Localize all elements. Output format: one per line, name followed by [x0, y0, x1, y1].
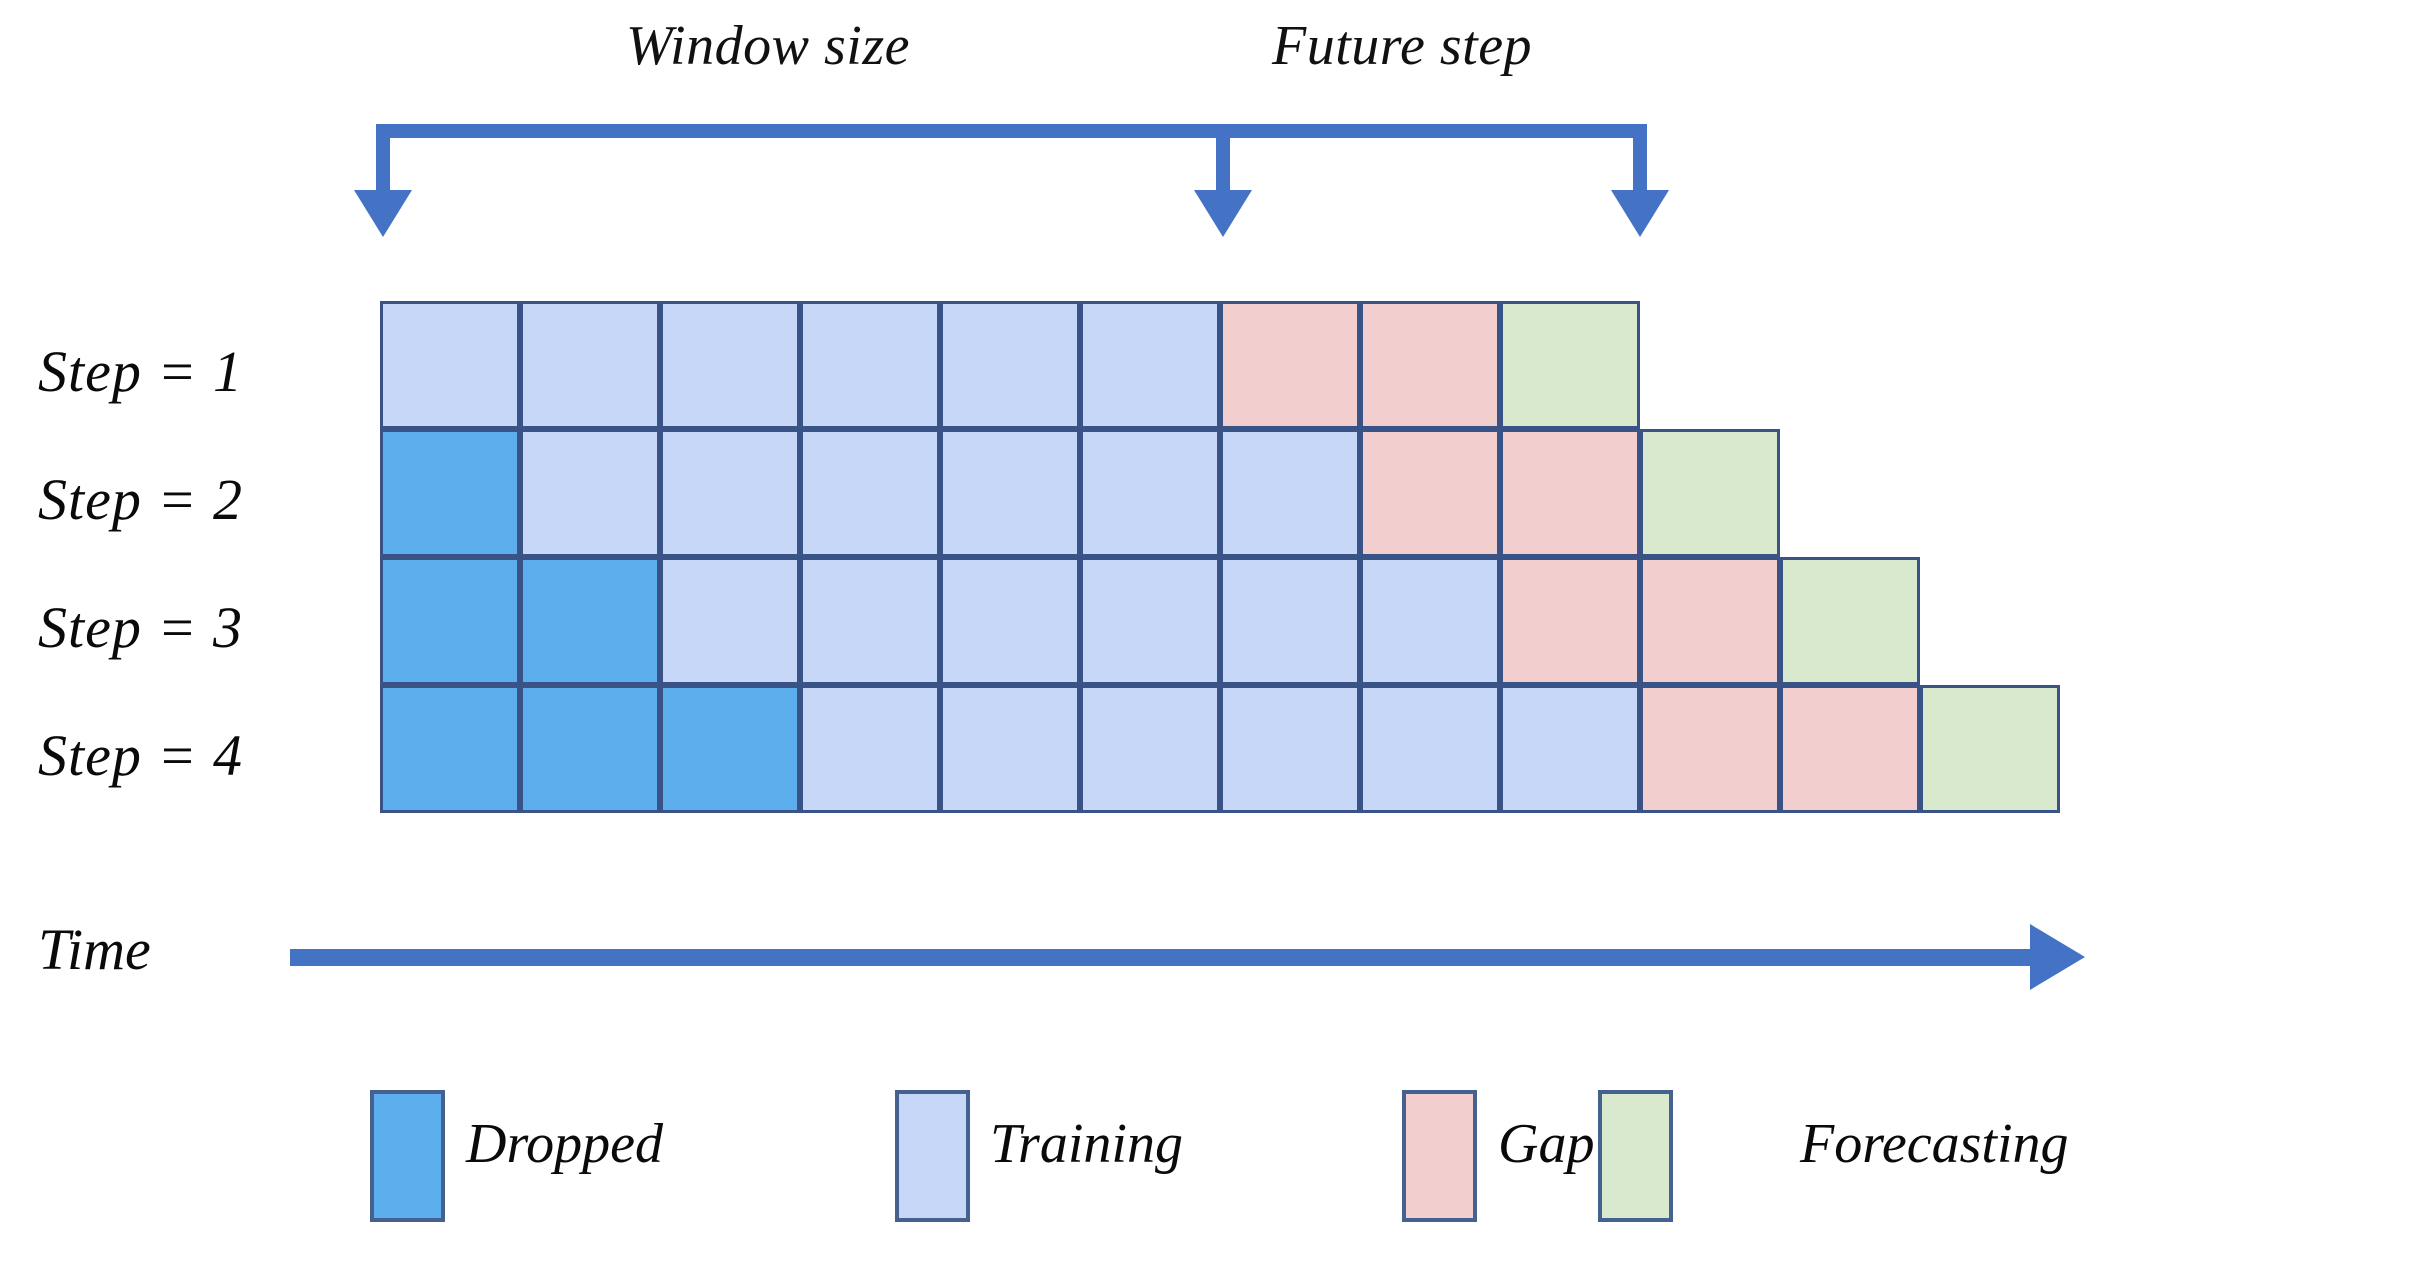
cell-training-r4c4 — [800, 685, 940, 813]
cell-forecast-r1c9 — [1500, 301, 1640, 429]
legend-label-dropped: Dropped — [466, 1113, 664, 1175]
legend-label-training: Training — [990, 1113, 1183, 1175]
cell-gap-r3c9 — [1500, 557, 1640, 685]
future-step-label: Future step — [1272, 15, 1533, 77]
cell-dropped-r4c1 — [380, 685, 520, 813]
cell-training-r4c5 — [940, 685, 1080, 813]
cell-training-r2c3 — [660, 429, 800, 557]
cell-training-r2c2 — [520, 429, 660, 557]
window-size-bracket-stem — [376, 124, 390, 198]
cell-dropped-r4c2 — [520, 685, 660, 813]
step-label-4: Step = 4 — [38, 723, 243, 788]
down-arrow-icon — [1194, 190, 1252, 237]
cell-dropped-r3c2 — [520, 557, 660, 685]
cell-training-r2c6 — [1080, 429, 1220, 557]
cell-forecast-r3c11 — [1780, 557, 1920, 685]
cell-gap-r2c9 — [1500, 429, 1640, 557]
time-axis-line — [290, 949, 2030, 966]
cell-training-r1c6 — [1080, 301, 1220, 429]
cell-training-r2c7 — [1220, 429, 1360, 557]
time-arrow-head-icon — [2030, 924, 2085, 990]
time-axis-label: Time — [38, 917, 151, 982]
cell-gap-r1c8 — [1360, 301, 1500, 429]
cell-gap-r4c10 — [1640, 685, 1780, 813]
cell-training-r4c6 — [1080, 685, 1220, 813]
cell-training-r3c4 — [800, 557, 940, 685]
future-step-bracket-horizontal — [1216, 124, 1647, 138]
window-size-label: Window size — [626, 15, 910, 77]
cell-training-r1c4 — [800, 301, 940, 429]
cell-forecast-r4c12 — [1920, 685, 2060, 813]
legend-swatch-gap — [1402, 1090, 1477, 1222]
cell-training-r2c4 — [800, 429, 940, 557]
down-arrow-icon — [354, 190, 412, 237]
down-arrow-icon — [1611, 190, 1669, 237]
legend-swatch-dropped — [370, 1090, 445, 1222]
cell-training-r4c8 — [1360, 685, 1500, 813]
cell-forecast-r2c10 — [1640, 429, 1780, 557]
window-size-bracket-horizontal — [376, 124, 1230, 138]
cell-training-r3c3 — [660, 557, 800, 685]
window-size-bracket-stem — [1216, 124, 1230, 198]
cell-dropped-r4c3 — [660, 685, 800, 813]
cell-gap-r2c8 — [1360, 429, 1500, 557]
legend-label-forecast: Forecasting — [1800, 1113, 2069, 1175]
legend-swatch-training — [895, 1090, 970, 1222]
cell-training-r3c8 — [1360, 557, 1500, 685]
cell-training-r2c5 — [940, 429, 1080, 557]
step-label-2: Step = 2 — [38, 467, 243, 532]
cell-training-r1c2 — [520, 301, 660, 429]
step-label-1: Step = 1 — [38, 339, 243, 404]
cell-gap-r3c10 — [1640, 557, 1780, 685]
cell-training-r1c5 — [940, 301, 1080, 429]
cell-dropped-r3c1 — [380, 557, 520, 685]
cell-training-r4c9 — [1500, 685, 1640, 813]
cell-dropped-r2c1 — [380, 429, 520, 557]
step-label-3: Step = 3 — [38, 595, 243, 660]
cell-training-r3c6 — [1080, 557, 1220, 685]
cell-gap-r4c11 — [1780, 685, 1920, 813]
cell-training-r3c7 — [1220, 557, 1360, 685]
legend-swatch-forecast — [1598, 1090, 1673, 1222]
cell-training-r1c1 — [380, 301, 520, 429]
future-step-bracket-stem — [1633, 124, 1647, 198]
cell-training-r4c7 — [1220, 685, 1360, 813]
legend-label-gap: Gap — [1498, 1113, 1595, 1175]
cell-training-r3c5 — [940, 557, 1080, 685]
cell-gap-r1c7 — [1220, 301, 1360, 429]
cell-training-r1c3 — [660, 301, 800, 429]
